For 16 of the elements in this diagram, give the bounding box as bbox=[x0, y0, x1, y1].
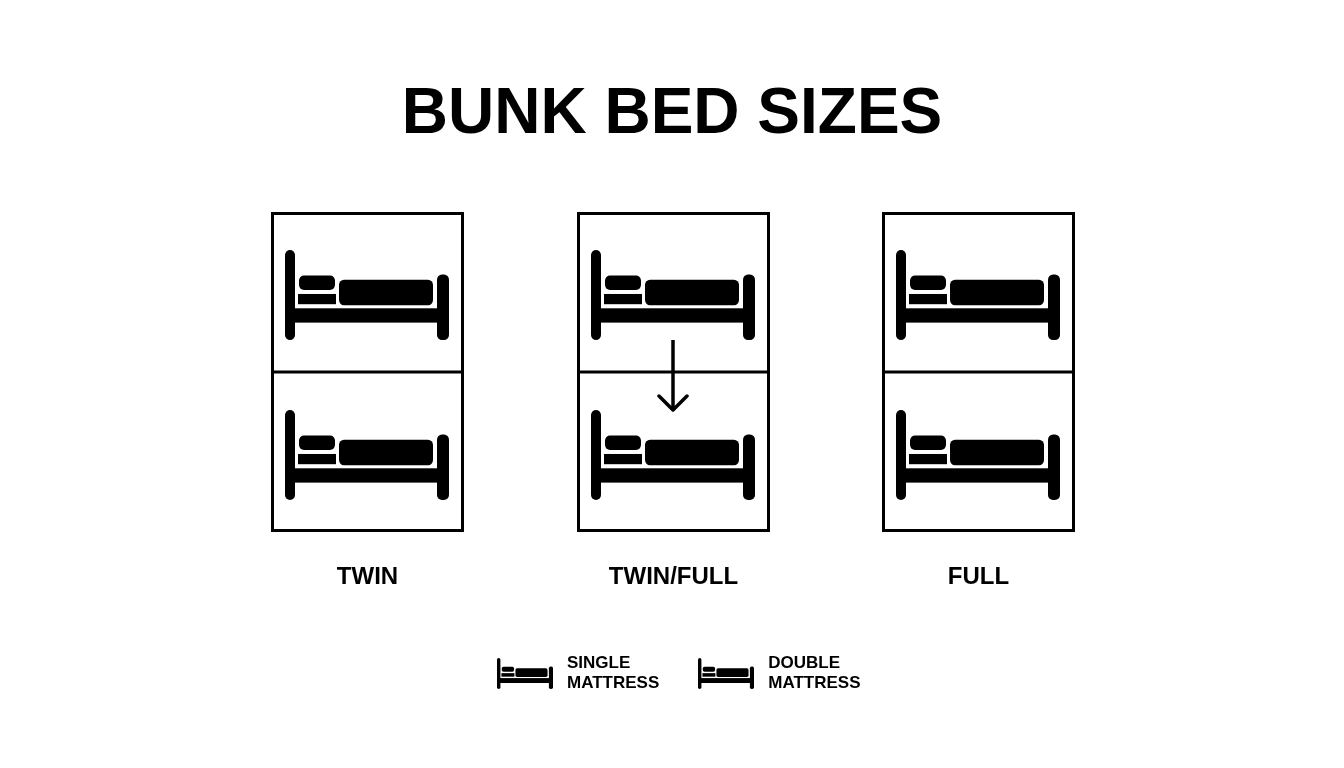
title: BUNK BED SIZES bbox=[401, 79, 943, 143]
arrow bbox=[657, 340, 689, 412]
bed-icon bbox=[896, 250, 1060, 340]
bed-icon bbox=[285, 250, 449, 340]
legend-label: SINGLE MATTRESS bbox=[567, 653, 660, 693]
bunk-frame bbox=[271, 212, 464, 532]
bunk-frame bbox=[882, 212, 1075, 532]
bed-icon bbox=[896, 410, 1060, 500]
bed-icon bbox=[591, 250, 755, 340]
bunk-frame bbox=[577, 212, 770, 532]
bed-icon bbox=[591, 410, 755, 500]
bed-icon bbox=[285, 410, 449, 500]
size-caption: FULL bbox=[947, 564, 1010, 588]
legend-label: DOUBLE MATTRESS bbox=[768, 653, 861, 693]
size-caption: TWIN bbox=[336, 564, 399, 588]
size-caption: TWIN/FULL bbox=[608, 564, 739, 588]
